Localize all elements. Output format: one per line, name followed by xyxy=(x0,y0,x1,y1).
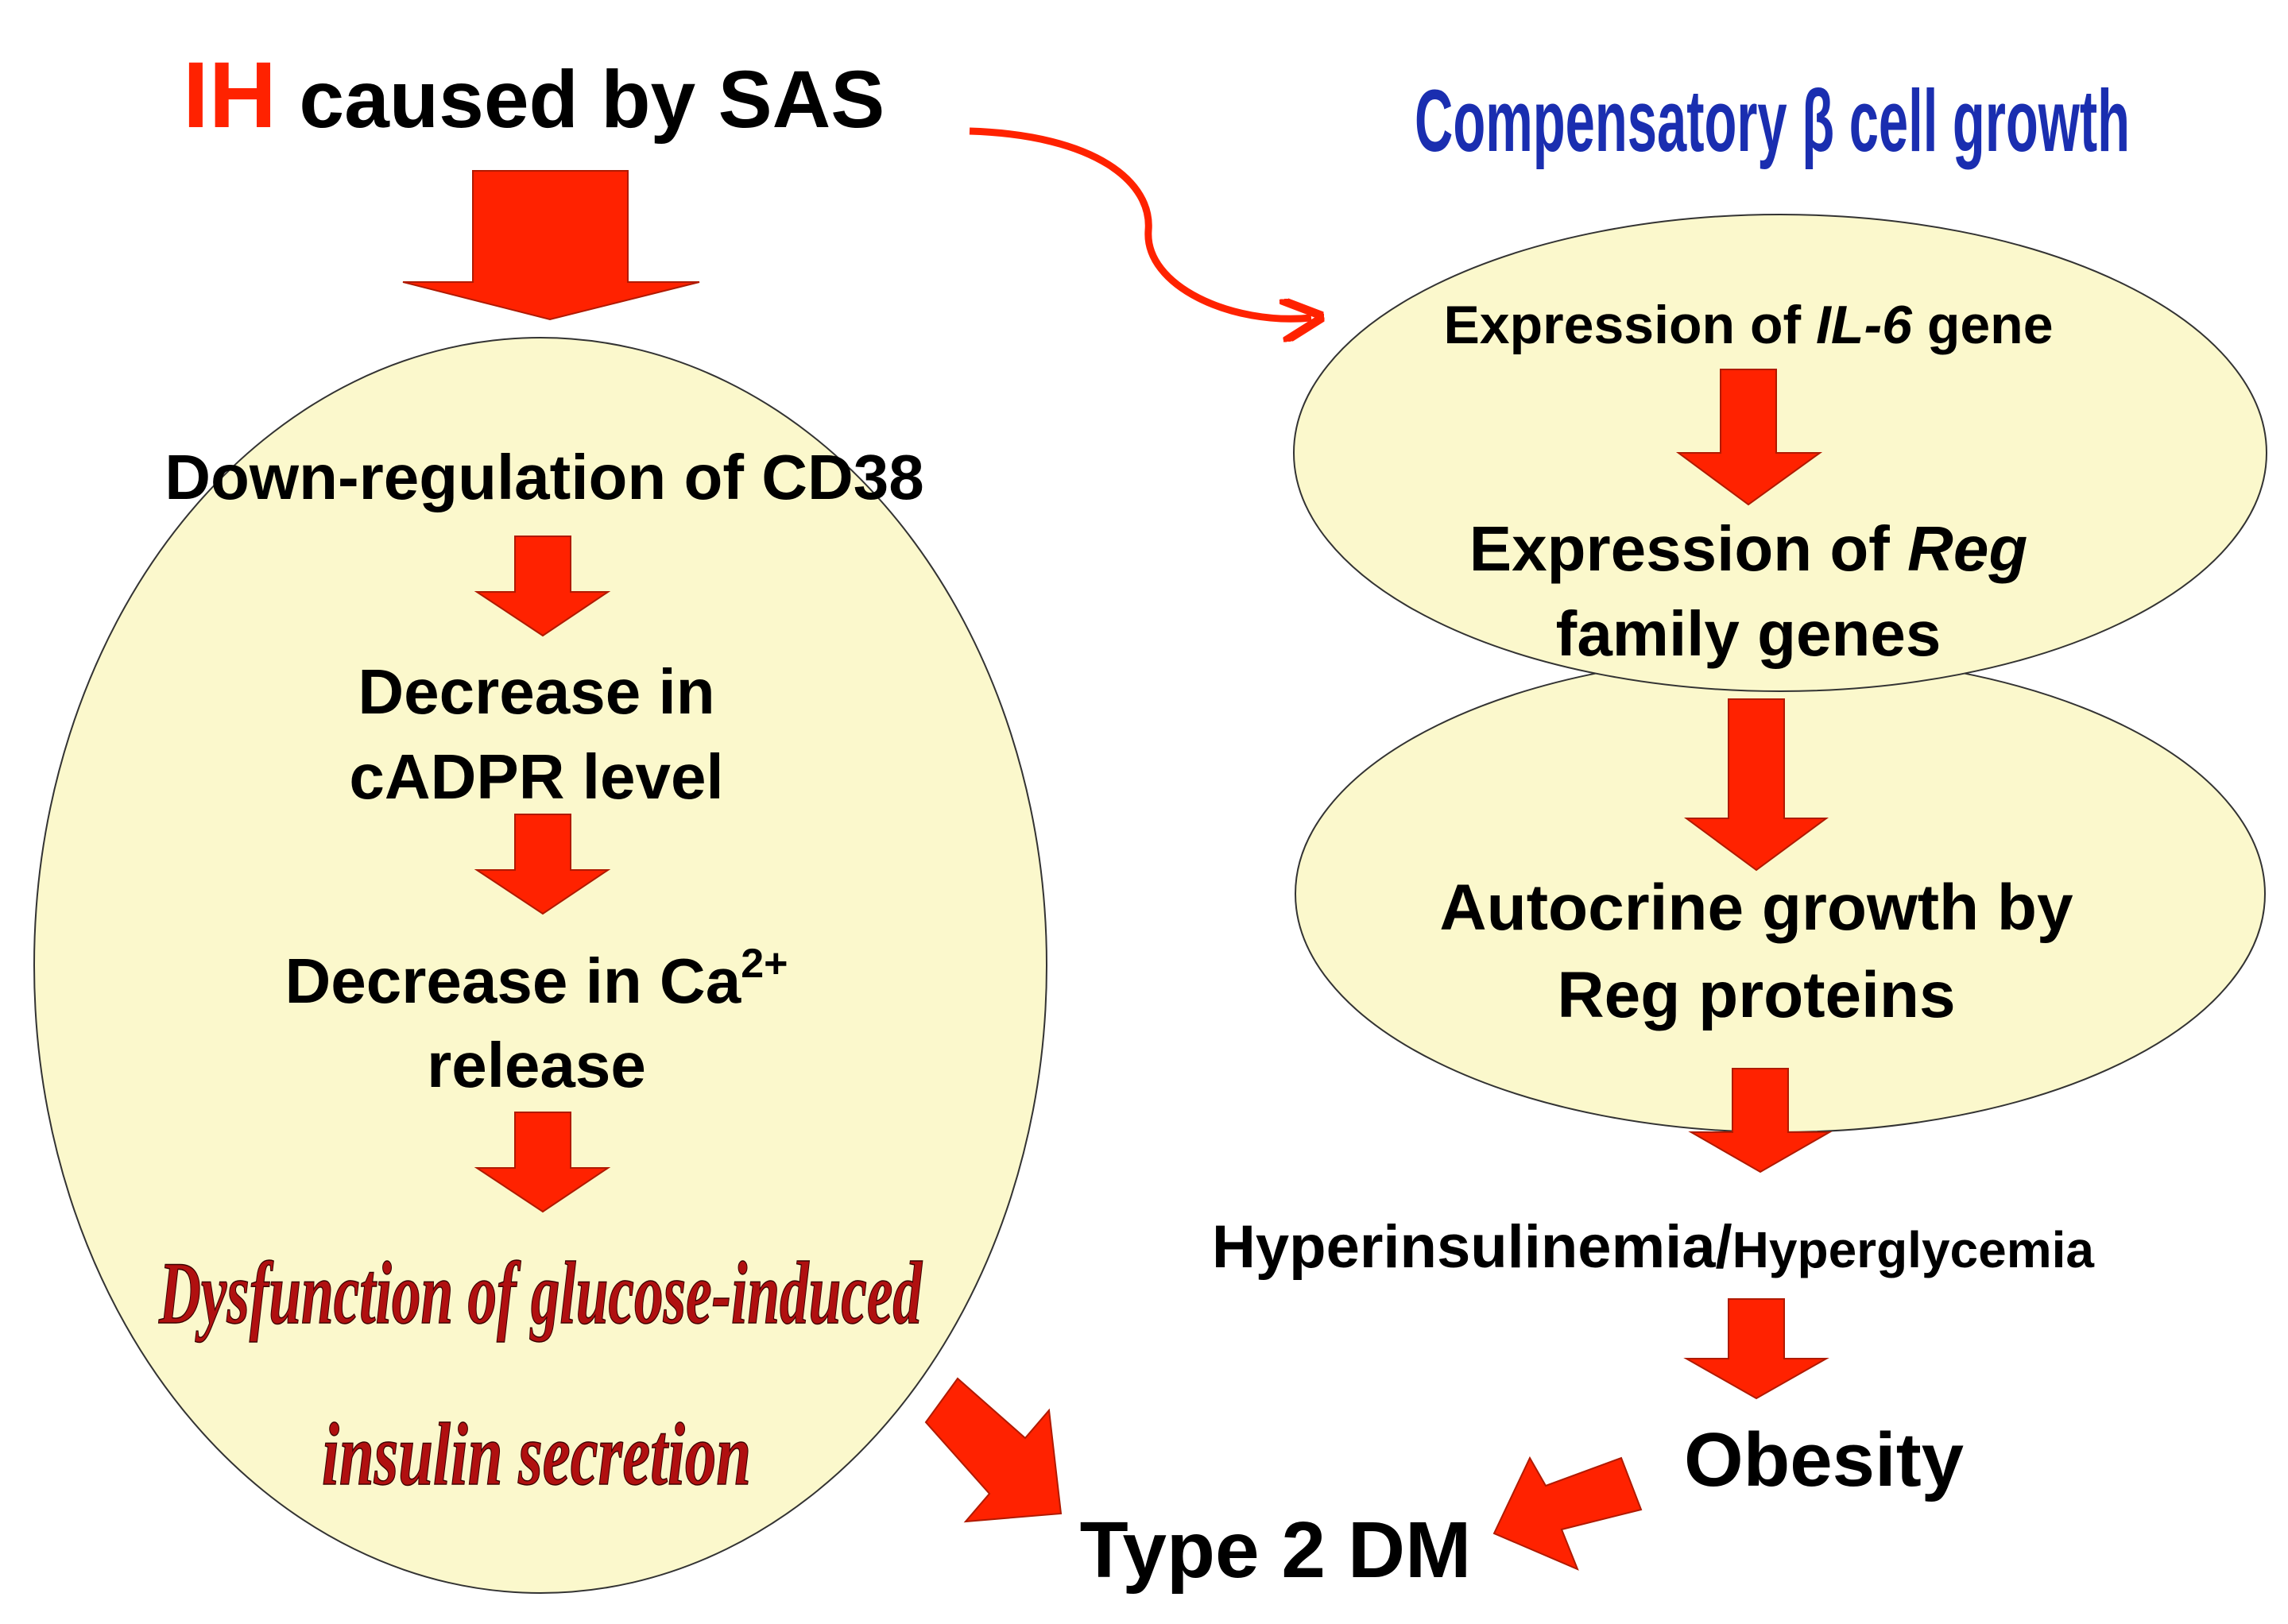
il6-suffix: gene xyxy=(1912,295,2054,355)
step-expression-reg-line2: family genes xyxy=(1556,598,1942,669)
big-down-arrow xyxy=(402,170,700,321)
hyper-a: Hyperinsulinemia/ xyxy=(1212,1213,1732,1281)
hyper-b: Hyperglycemia xyxy=(1732,1221,2095,1278)
arrow-autocrine-to-hyper xyxy=(1688,1068,1833,1174)
il6-gene: IL-6 xyxy=(1816,295,1913,355)
step-obesity: Obesity xyxy=(1684,1417,1964,1502)
il6-prefix: Expression of xyxy=(1443,295,1816,355)
step-downregulation-cd38: Down-regulation of CD38 xyxy=(165,442,924,512)
step-decrease-calcium-line1: Decrease in Ca2+ xyxy=(285,941,788,1016)
title-rest: caused by SAS xyxy=(277,54,885,145)
step-decrease-calcium-line2: release xyxy=(427,1030,646,1100)
outcome-type2dm: Type 2 DM xyxy=(1080,1506,1472,1595)
calcium-superscript: 2+ xyxy=(741,941,788,987)
step-expression-il6: Expression of IL-6 gene xyxy=(1443,295,2053,355)
arrow-il6-to-reg xyxy=(1675,369,1823,506)
arrow-cadpr-to-calcium xyxy=(474,814,611,915)
step-hyperinsulinemia: Hyperinsulinemia/Hyperglycemia xyxy=(1212,1213,2094,1281)
reg-gene: Reg xyxy=(1907,513,2027,584)
reg-prefix: Expression of xyxy=(1469,513,1907,584)
step-dysfunction-line2: insulin secretion xyxy=(322,1406,751,1504)
arrow-cd38-to-cadpr xyxy=(474,536,611,637)
curved-arrow xyxy=(969,127,1311,319)
arrow-dysfunction-to-type2dm xyxy=(924,1377,1063,1523)
left-ellipse xyxy=(33,337,1047,1594)
step-expression-reg-line1: Expression of Reg xyxy=(1469,513,2027,584)
arrow-reg-to-autocrine xyxy=(1683,698,1829,872)
title-ih: IH xyxy=(183,43,277,148)
step-autocrine-line1: Autocrine growth by xyxy=(1439,872,2073,944)
arrow-hyper-to-obesity xyxy=(1683,1298,1829,1400)
right-heading: Compensatory β cell growth xyxy=(1415,72,2130,170)
calcium-prefix: Decrease in Ca xyxy=(285,945,741,1016)
step-autocrine-line2: Reg proteins xyxy=(1557,959,1955,1031)
step-dysfunction-line1: Dysfunction of glucose-induced xyxy=(158,1244,923,1343)
arrow-obesity-to-type2dm xyxy=(1492,1456,1643,1571)
arrow-calcium-to-dysfunction xyxy=(474,1112,611,1213)
title: IH caused by SAS xyxy=(183,43,885,148)
step-decrease-cadpr-line2: cADPR level xyxy=(349,741,723,812)
step-decrease-cadpr-line1: Decrease in xyxy=(358,656,714,727)
